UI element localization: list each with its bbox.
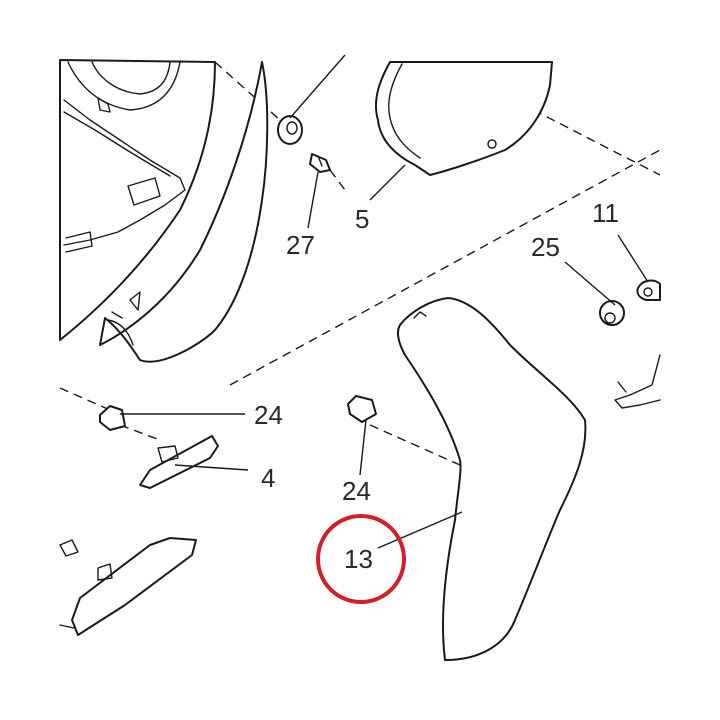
part-4-trim <box>139 435 219 489</box>
part-5-panel <box>374 61 553 176</box>
highlight-circle <box>316 514 406 604</box>
callout-13: 13 <box>344 544 373 574</box>
side-fairing-panel <box>99 61 269 363</box>
callout-4: 4 <box>261 463 275 493</box>
callout-5: 5 <box>355 204 369 234</box>
upper-body-panel <box>59 59 216 341</box>
callout-24-center: 24 <box>342 476 371 506</box>
grommet-25 <box>599 300 625 326</box>
lower-left-cover <box>59 537 197 636</box>
screw-27 <box>309 153 331 173</box>
clip-24-left <box>99 405 126 431</box>
assembly-dashed-lines <box>59 61 661 466</box>
callout-24-left: 24 <box>254 400 283 430</box>
part-13-side-panel <box>396 297 587 661</box>
right-bracket <box>614 354 661 409</box>
fastener-11 <box>636 279 661 301</box>
callout-11: 11 <box>592 198 619 228</box>
leader-lines <box>120 54 649 549</box>
callout-25: 25 <box>531 232 560 262</box>
clip-24-center <box>347 395 377 423</box>
grommet-part <box>277 115 303 145</box>
callout-labels: 27 5 11 25 24 4 24 13 <box>254 198 619 574</box>
callout-27: 27 <box>286 230 315 260</box>
